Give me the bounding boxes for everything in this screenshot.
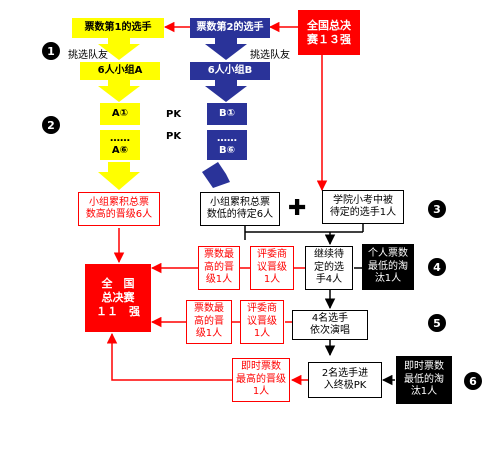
row6-two-pk-box: 2名选手进 入终极PK	[308, 362, 382, 398]
row6-instant-high-box: 即时票数 最高的晋级 1人	[232, 358, 290, 402]
navy-arrow-1	[205, 36, 247, 60]
group-b-box: 6人小组B	[190, 62, 270, 80]
first-votes-box: 票数第1的选手	[72, 18, 164, 38]
row5-four-sing-box: 4名选手 依次演唱	[292, 310, 368, 340]
yellow-arrow-1	[98, 36, 140, 60]
row4-continue-box: 继续待 定的选 手4人	[305, 246, 353, 290]
player-b6-box: …… B⑥	[207, 130, 247, 160]
step-number-1: 1	[42, 42, 60, 60]
row4-lowest-box: 个人票数 最低的淘 汰1人	[362, 244, 414, 290]
player-a1-box: A①	[100, 103, 140, 125]
final11-box: 全 国 总决赛 １１ 强	[85, 264, 151, 332]
step-number-3: 3	[428, 200, 446, 218]
step-number-4: 4	[428, 258, 446, 276]
yellow-arrow-3	[98, 162, 140, 190]
navy-arrow-2	[205, 78, 247, 102]
arrow-instant-high-to-final11	[106, 332, 232, 381]
second-votes-box: 票数第2的选手	[190, 18, 270, 38]
yellow-arrow-2	[98, 78, 140, 102]
pk-label-2: PK	[166, 131, 182, 142]
pick-teammates-b: 挑选队友	[250, 50, 290, 61]
step-number-5: 5	[428, 314, 446, 332]
pk-label-1: PK	[166, 109, 182, 120]
navy-arrow-3	[202, 162, 230, 188]
player-a6-box: …… A⑥	[100, 130, 140, 160]
pick-teammates-a: 挑选队友	[68, 50, 108, 61]
plus-sign: ✚	[288, 196, 307, 221]
row5-judges-box: 评委商 议晋级 1人	[240, 300, 284, 344]
group-high-box: 小组累积总票 数高的晋级6人	[78, 192, 160, 226]
final13-box: 全国总决 赛１３强	[298, 10, 360, 55]
step-number-2: 2	[42, 116, 60, 134]
row4-votes-high-box: 票数最 高的晋 级1人	[198, 246, 240, 290]
academy-box: 学院小考中被 待定的选手1人	[322, 190, 404, 224]
row6-instant-low-box: 即时票数 最低的淘 汰1人	[396, 356, 452, 404]
row4-judges-box: 评委商 议晋级 1人	[250, 246, 294, 290]
row5-votes-high-box: 票数最 高的晋 级1人	[186, 300, 232, 344]
group-low-box: 小组累积总票 数低的待定6人	[200, 192, 280, 226]
group-a-box: 6人小组A	[80, 62, 160, 80]
player-b1-box: B①	[207, 103, 247, 125]
step-number-6: 6	[464, 372, 482, 390]
